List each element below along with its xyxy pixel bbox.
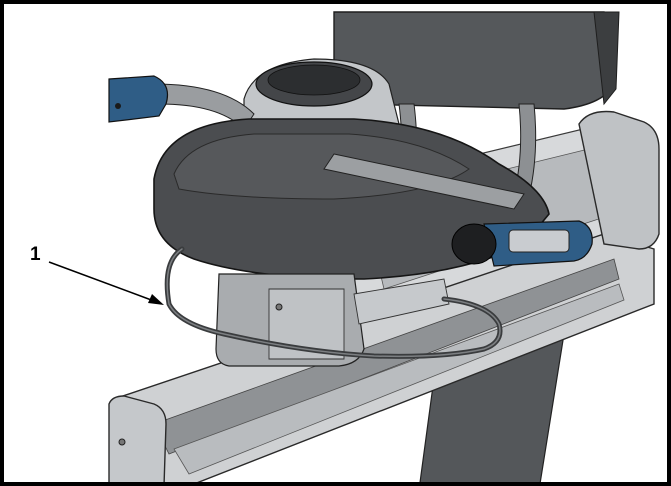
seat-assembly-illustration	[48, 11, 660, 482]
rail-end-cap-left	[108, 395, 167, 482]
backrest-side	[593, 11, 620, 106]
left-handle-grip-icon	[108, 75, 169, 123]
adjust-knob-top	[267, 64, 361, 96]
callout-label: 1	[30, 244, 41, 265]
seat-release-handle-highlight	[166, 248, 501, 358]
seat-plate	[323, 153, 525, 210]
screw-icon	[118, 438, 126, 446]
rail-track-inner	[173, 283, 625, 475]
rail-end-cap-right	[578, 110, 660, 250]
carriage-slider	[353, 278, 450, 325]
callout-leader-line	[48, 261, 155, 302]
callout-arrowhead	[148, 294, 164, 305]
right-handle-grip-icon	[451, 220, 593, 267]
seat-carriage-front	[268, 288, 345, 360]
screw-icon	[275, 303, 283, 311]
